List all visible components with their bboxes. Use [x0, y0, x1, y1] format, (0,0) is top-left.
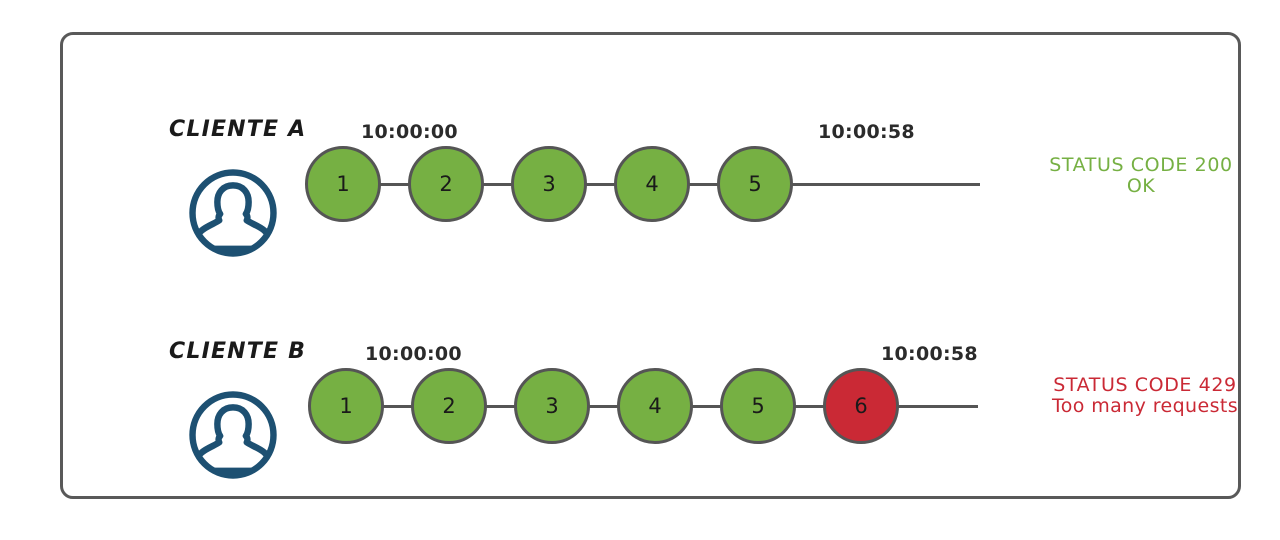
status-message-text: OK: [1126, 175, 1156, 198]
status-connector-line: [898, 404, 978, 408]
row-b-end-timestamp: 10:00:58: [881, 343, 978, 365]
row-a-end-timestamp: 10:00:58: [818, 121, 915, 143]
client-b-label: CLIENTE B: [169, 339, 307, 364]
request-node[interactable]: 1: [305, 146, 381, 222]
node-connector: [692, 404, 721, 408]
request-node[interactable]: 5: [717, 146, 793, 222]
node-connector: [589, 404, 618, 408]
client-a-label: CLIENTE A: [169, 117, 307, 142]
status-code-text: STATUS CODE 429: [1053, 374, 1237, 396]
node-connector: [383, 404, 412, 408]
row-b-start-timestamp: 10:00:00: [365, 343, 462, 365]
node-connector: [380, 182, 409, 186]
node-connector: [486, 404, 515, 408]
user-avatar-icon: [187, 389, 279, 481]
request-node[interactable]: 1: [308, 368, 384, 444]
diagram-frame: CLIENTE A 10:00:00 10:00:58: [60, 32, 1241, 499]
status-message-text: Too many requests: [1051, 395, 1239, 418]
status-code-text: STATUS CODE 200: [1049, 154, 1233, 176]
row-a-request-chain: 1 2 3 4 5: [305, 145, 980, 223]
request-node[interactable]: 2: [408, 146, 484, 222]
row-b-status-badge: STATUS CODE 429 Too many requests: [1021, 374, 1269, 418]
node-connector: [483, 182, 512, 186]
request-node[interactable]: 4: [614, 146, 690, 222]
request-node[interactable]: 3: [511, 146, 587, 222]
request-node[interactable]: 4: [617, 368, 693, 444]
request-node[interactable]: 3: [514, 368, 590, 444]
row-b-request-chain: 1 2 3 4 5 6: [308, 367, 978, 445]
user-avatar-icon: [187, 167, 279, 259]
request-node-rejected[interactable]: 6: [823, 368, 899, 444]
row-a-status-badge: STATUS CODE 200 OK: [1021, 154, 1261, 198]
row-a-start-timestamp: 10:00:00: [361, 121, 458, 143]
request-node[interactable]: 2: [411, 368, 487, 444]
request-node[interactable]: 5: [720, 368, 796, 444]
node-connector: [689, 182, 718, 186]
node-connector: [586, 182, 615, 186]
node-connector: [795, 404, 824, 408]
status-connector-line: [792, 182, 980, 186]
